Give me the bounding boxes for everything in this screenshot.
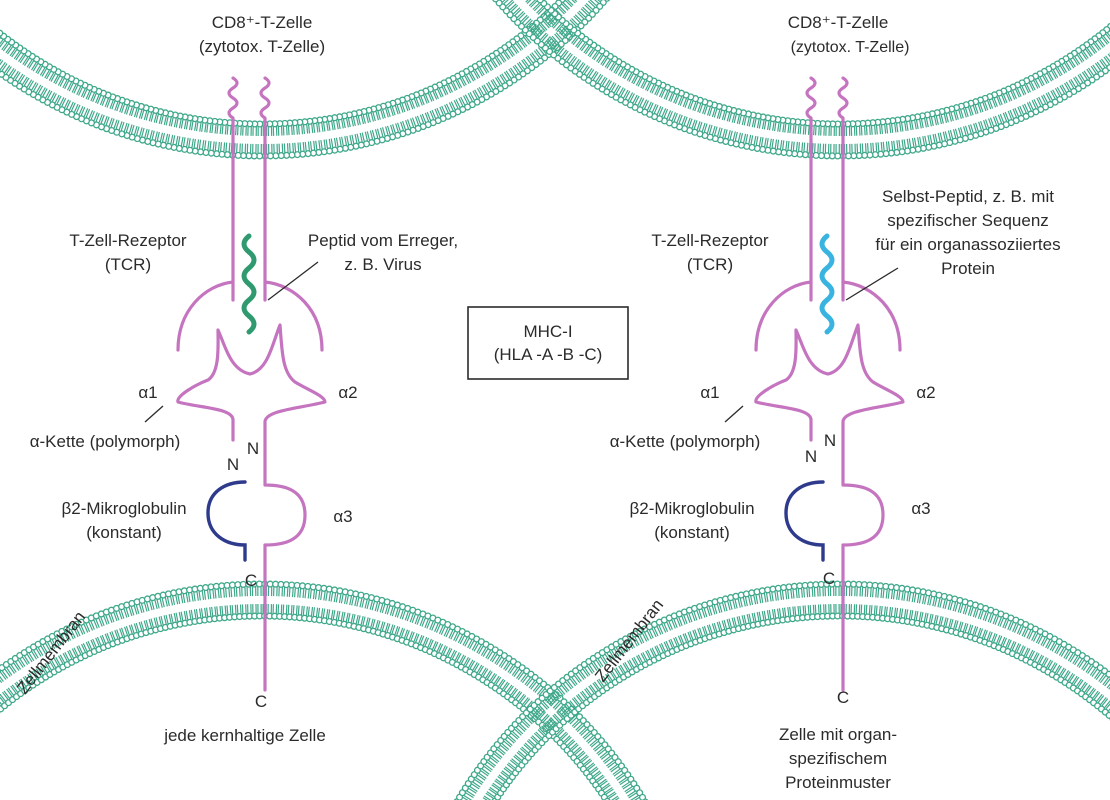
cell-label-left: jede kernhaltige Zelle [163, 726, 326, 745]
beta2-sublabel-left: (konstant) [86, 523, 162, 542]
alpha3-label-left: α3 [333, 507, 352, 526]
beta2-label-right: β2-Mikroglobulin [629, 499, 754, 518]
mhc-alpha-chain-left [176, 323, 327, 692]
tcr-binding-arc-right [754, 280, 902, 352]
alpha-chain-label-left: α-Kette (polymorph) [30, 432, 181, 451]
n-terminus-right-right: N [824, 431, 836, 450]
alpha2-label-right: α2 [916, 383, 935, 402]
alpha1-label-right: α1 [700, 383, 719, 402]
n-terminus-beta-right: N [805, 447, 817, 466]
peptide-self [819, 233, 835, 335]
c-terminus-alpha-left: C [255, 692, 267, 711]
leader-alpha-chain-left [144, 405, 164, 423]
tcr-chain-left-b [259, 76, 271, 302]
t-cell-membrane-right [492, 0, 1110, 160]
c-terminus-beta-right: C [823, 569, 835, 588]
t-cell-sublabel-right: (zytotox. T-Zelle) [791, 39, 910, 56]
peptide-label-right-2: spezifischer Sequenz [887, 211, 1049, 230]
peptide-label-right-3: für ein organassoziiertes [875, 235, 1060, 254]
beta2-label-left: β2-Mikroglobulin [61, 499, 186, 518]
peptide-label-right-1: Selbst-Peptid, z. B. mit [882, 187, 1054, 206]
mhc-alpha-chain-right [754, 323, 905, 692]
tcr-chain-right-a [805, 76, 817, 302]
tcr-label-left: T-Zell-Rezeptor [69, 231, 186, 250]
cell-label-right-2: spezifischem [789, 749, 887, 768]
n-terminus-beta-left: N [227, 455, 239, 474]
alpha-chain-label-right: α-Kette (polymorph) [610, 432, 761, 451]
panel-left: CD8⁺-T-Zelle (zytotox. T-Zelle) T-Zell-R… [0, 0, 649, 800]
mhc-box-subtitle: (HLA -A -B -C) [494, 345, 603, 364]
alpha1-label-left: α1 [138, 383, 157, 402]
cell-label-right-1: Zelle mit organ- [779, 725, 897, 744]
leader-alpha-chain-right [724, 405, 744, 423]
tcr-binding-arc-left [176, 280, 324, 352]
peptide-label-left-2: z. B. Virus [344, 255, 421, 274]
c-terminus-beta-left: C [245, 571, 257, 590]
leader-peptide-left [267, 261, 319, 301]
tcr-sublabel-right: (TCR) [687, 255, 733, 274]
mhc-class-box: MHC-I (HLA -A -B -C) [467, 306, 629, 380]
beta2-sublabel-right: (konstant) [654, 523, 730, 542]
leader-peptide-right [845, 267, 899, 301]
tcr-chain-left-a [227, 76, 239, 302]
peptide-label-left-1: Peptid vom Erreger, [308, 231, 458, 250]
cell-label-right-3: Proteinmuster [785, 773, 891, 792]
alpha3-label-right: α3 [911, 499, 930, 518]
tcr-chain-right-b [837, 76, 849, 302]
alpha2-label-left: α2 [338, 383, 357, 402]
peptide-label-right-4: Protein [941, 259, 995, 278]
t-cell-membrane-left [0, 0, 610, 160]
t-cell-label-right: CD8⁺-T-Zelle [788, 13, 889, 32]
peptide-pathogen [241, 233, 257, 335]
target-cell-membrane-left [0, 580, 649, 800]
t-cell-label-left: CD8⁺-T-Zelle [212, 13, 313, 32]
beta2-microglobulin-right [784, 480, 825, 562]
tcr-sublabel-left: (TCR) [105, 255, 151, 274]
beta2-microglobulin-left [206, 480, 247, 562]
mhc-box-title: MHC-I [523, 322, 572, 341]
n-terminus-right-left: N [247, 439, 259, 458]
t-cell-sublabel-left: (zytotox. T-Zelle) [199, 37, 325, 56]
c-terminus-alpha-right: C [837, 688, 849, 707]
tcr-label-right: T-Zell-Rezeptor [651, 231, 768, 250]
